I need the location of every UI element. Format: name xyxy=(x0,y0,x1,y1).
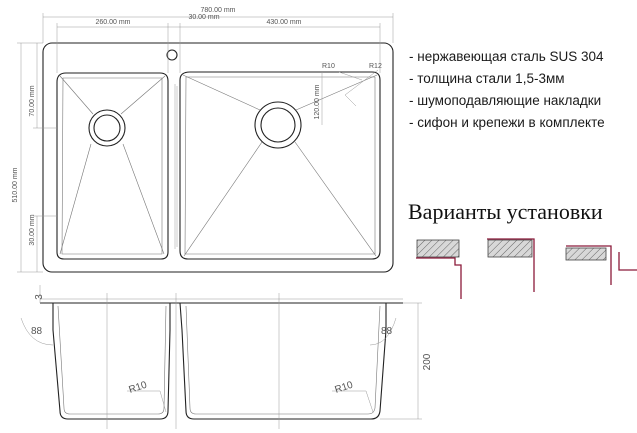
top-view: 780.00 mm 260.00 mm 30.00 mm 430.00 mm 5… xyxy=(12,7,394,273)
dim-overall-width: 780.00 mm xyxy=(200,7,235,14)
dim-bottom-radius-right: R10 xyxy=(334,380,355,396)
dim-right-angle: 88 xyxy=(381,326,393,337)
dim-bottom-radius-left: R10 xyxy=(128,380,149,396)
feature-item: - толщина стали 1,5-3мм xyxy=(409,71,565,86)
feature-item: - сифон и крепежи в комплекте xyxy=(409,115,605,130)
dim-right-bowl-width: 430.00 mm xyxy=(266,19,301,26)
installation-variants xyxy=(416,238,637,299)
dim-left-angle: 88 xyxy=(31,326,43,337)
faucet-hole xyxy=(166,49,178,61)
variant-overmount xyxy=(565,245,637,285)
feature-item: - нержавеющая сталь SUS 304 xyxy=(409,49,604,64)
dim-left-bowl-width: 260.00 mm xyxy=(95,19,130,26)
dim-corner-inner-radius: R10 xyxy=(322,63,335,70)
dim-overall-height: 510.00 mm xyxy=(12,167,19,202)
dim-top-offset: 70.00 mm xyxy=(29,85,36,116)
feature-item: - шумоподавляющие накладки xyxy=(409,93,602,108)
right-drain xyxy=(254,101,302,149)
left-bowl xyxy=(56,72,169,260)
variant-undermount xyxy=(487,238,535,292)
feature-list: - нержавеющая сталь SUS 304 - толщина ст… xyxy=(409,46,605,134)
dim-divider-width: 30.00 mm xyxy=(188,14,219,21)
sink-outer-rim xyxy=(42,42,394,273)
installation-variants-title: Варианты установки xyxy=(408,199,603,224)
dim-rim-thickness: 3 xyxy=(34,294,45,300)
left-drain xyxy=(88,109,126,147)
variant-flush xyxy=(416,239,462,299)
dim-corner-outer-radius: R12 xyxy=(369,63,382,70)
side-view: 3 88 88 200 R10 R10 xyxy=(20,285,433,429)
dim-depth: 200 xyxy=(422,353,433,370)
top-dimensions xyxy=(17,13,394,273)
dim-bottom-offset: 30.00 mm xyxy=(29,214,36,245)
dim-drain-offset: 120.00 mm xyxy=(314,84,321,119)
right-bowl xyxy=(179,69,381,260)
